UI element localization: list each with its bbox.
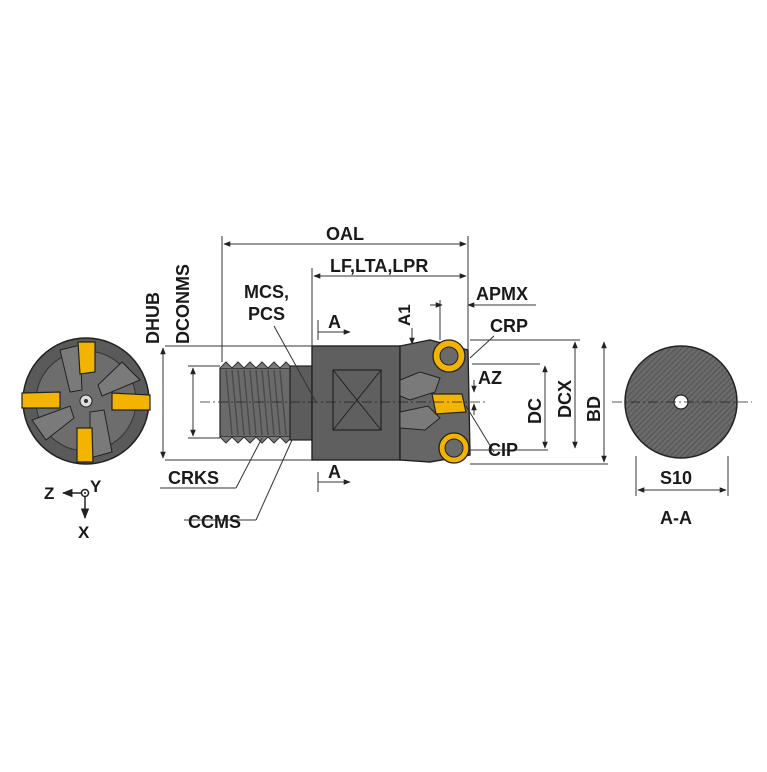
axis-x-label: X [78, 523, 90, 542]
section-view [612, 345, 752, 496]
label-dcx: DCX [555, 380, 575, 418]
label-cip: CIP [488, 440, 518, 460]
label-section-aa: A-A [660, 508, 692, 528]
label-dc: DC [525, 398, 545, 424]
label-pcs: PCS [248, 304, 285, 324]
label-ccms: CCMS [188, 512, 241, 532]
side-view [200, 339, 485, 464]
axis-y-label: Y [90, 477, 102, 496]
label-dhub: DHUB [143, 292, 163, 344]
insert-bottom [76, 427, 94, 463]
label-dconms: DCONMS [173, 264, 193, 344]
label-mcs: MCS, [244, 282, 289, 302]
insert-right [111, 392, 151, 411]
label-section-a-bottom: A [328, 462, 341, 482]
label-s10: S10 [660, 468, 692, 488]
label-bd: BD [584, 396, 604, 422]
label-section-a-top: A [328, 312, 341, 332]
label-apmx: APMX [476, 284, 528, 304]
thread-teeth [219, 361, 295, 444]
label-az: AZ [478, 368, 502, 388]
label-crp: CRP [490, 316, 528, 336]
label-a1: A1 [395, 304, 414, 326]
label-lf: LF,LTA,LPR [330, 256, 428, 276]
tool-body [311, 345, 401, 461]
insert-left [21, 391, 61, 409]
insert-top [77, 341, 96, 375]
axis-z-label: Z [44, 484, 54, 503]
axis-triad: Z Y X [44, 477, 102, 542]
insert-mid [431, 393, 467, 415]
end-view [21, 337, 151, 465]
dimensions [160, 236, 608, 521]
label-crks: CRKS [168, 468, 219, 488]
label-oal: OAL [326, 224, 364, 244]
